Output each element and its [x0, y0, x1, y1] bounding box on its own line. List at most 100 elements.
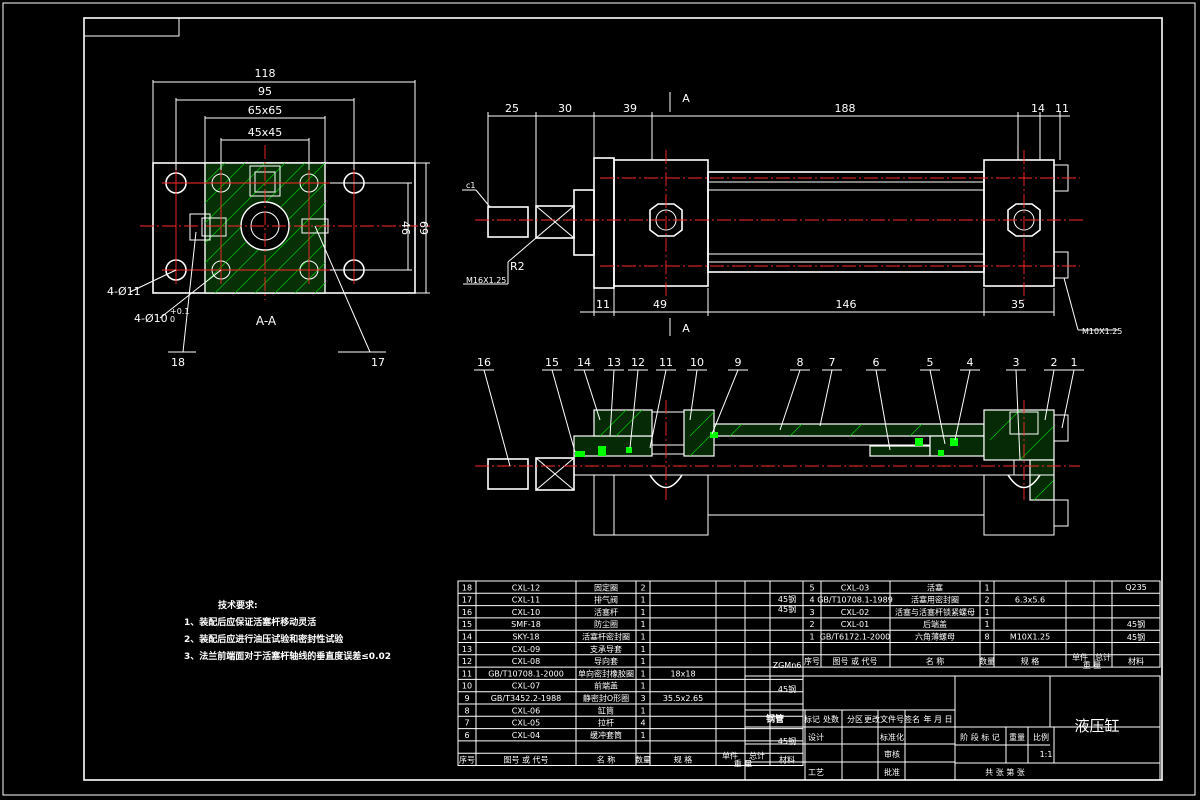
bom-name: 活塞 — [927, 582, 943, 592]
dim-146: 146 — [836, 298, 857, 311]
bom-no: 10 — [462, 682, 472, 691]
callout-leader — [1015, 369, 1021, 461]
bom-name: 导向套 — [594, 656, 618, 666]
bom-qty: 1 — [640, 657, 645, 666]
dim-65: 65x65 — [248, 104, 283, 117]
bom-qty: 1 — [640, 669, 645, 678]
callout-leader — [1044, 369, 1055, 421]
callout-14: 14 — [577, 356, 591, 369]
svg-text:分区: 分区 — [847, 715, 863, 724]
bom-code: CXL-06 — [512, 706, 540, 715]
callout-leader — [779, 369, 801, 431]
title-block: 钢管 标记 处数 分区 更改文件号 签名 年 月 日 设计 标准化 工艺 审核 … — [744, 675, 1161, 781]
tech-heading: 技术要求: — [218, 599, 258, 611]
bom-qty: 4 — [640, 719, 645, 728]
label-c1: c1 — [466, 181, 476, 190]
inner-frame — [83, 17, 1163, 781]
section-view: 118 95 65x65 45x45 46 69 4-Ø11 4-Ø10 +0.… — [107, 67, 430, 369]
tb-material: 钢管 — [766, 713, 784, 725]
bom-h-unit: 单件 — [1072, 652, 1088, 662]
bom-code: CXL-05 — [512, 719, 540, 728]
callout-leader — [483, 369, 511, 467]
dim-30: 30 — [558, 102, 572, 115]
assembly-view — [475, 400, 1080, 536]
bom-qty: 1 — [640, 706, 645, 715]
callout-leader — [583, 369, 601, 421]
note-holes: 4-Ø11 — [107, 285, 141, 298]
callout-4: 4 — [967, 356, 974, 369]
svg-text:工艺: 工艺 — [808, 768, 824, 777]
bom-code: CXL-07 — [512, 682, 540, 691]
bom-no: 7 — [464, 719, 469, 728]
bom-spec: M10X1.25 — [1010, 633, 1050, 642]
code-box — [83, 17, 180, 37]
callout-7: 7 — [829, 356, 836, 369]
bom-code: GB/T10708.1-2000 — [488, 669, 564, 678]
dim-11b: 11 — [596, 298, 610, 311]
section-mark-top: A — [682, 92, 690, 105]
mat-3: ZGMn6 — [773, 661, 802, 670]
bom-name: 排气阀 — [594, 595, 618, 605]
tech-item-3: 3、法兰前端面对于活塞杆轴线的垂直度误差≤0.02 — [184, 650, 391, 662]
bom-code: CXL-02 — [841, 608, 869, 617]
bom-code: GB/T6172.1-2000 — [820, 633, 891, 642]
bom-no: 5 — [809, 583, 814, 592]
callout-leader — [1061, 369, 1075, 429]
svg-text:年 月 日: 年 月 日 — [923, 714, 952, 724]
bom-code: CXL-04 — [512, 731, 540, 740]
bom-code: CXL-01 — [841, 620, 869, 629]
section-title: A-A — [256, 314, 277, 328]
callout-leader — [929, 369, 946, 445]
mat-2: 45钢 — [778, 604, 796, 614]
callout-5: 5 — [927, 356, 934, 369]
dim-lines-elev — [462, 92, 1118, 336]
svg-text:审核: 审核 — [884, 749, 900, 759]
bom-h-total: 总计 — [749, 751, 765, 761]
bom-name: 支承导套 — [590, 644, 622, 654]
bom-name: 活塞用密封圈 — [911, 595, 959, 605]
dim-95: 95 — [258, 85, 272, 98]
bom-h-qty: 数量 — [979, 656, 995, 666]
bom-h-name: 名 称 — [597, 755, 616, 765]
bom-name: 静密封O形圈 — [583, 693, 629, 703]
dim-lines-aa — [129, 80, 430, 353]
mat-4: 45钢 — [778, 684, 796, 694]
bom-code: GB/T10708.1-1989 — [817, 596, 893, 605]
callout-13: 13 — [607, 356, 621, 369]
bom-no: 6 — [464, 731, 469, 740]
dim-39: 39 — [623, 102, 637, 115]
bom-qty: 8 — [984, 633, 989, 642]
bom-qty: 1 — [984, 620, 989, 629]
bom-h-unit: 单件 — [722, 751, 738, 761]
bom-code: SKY-18 — [512, 633, 539, 642]
bom-name: 防尘圈 — [594, 619, 618, 629]
dim-45: 45x45 — [248, 126, 283, 139]
bom-no: 1 — [809, 633, 814, 642]
callout-17: 17 — [371, 356, 385, 369]
bom-no: 13 — [462, 645, 472, 654]
callout-leader — [609, 369, 615, 437]
bom-h-spec: 规 格 — [674, 755, 693, 765]
svg-text:标记: 标记 — [804, 714, 820, 724]
bom-name: 活塞与活塞杆锁紧螺母 — [895, 607, 975, 617]
bom-no: 8 — [464, 706, 469, 715]
bom-h-name: 名 称 — [926, 656, 945, 666]
callout-leader — [954, 369, 971, 441]
bom-code: CXL-12 — [512, 583, 540, 592]
bom-no: 4 — [809, 596, 814, 605]
bom-qty: 1 — [640, 645, 645, 654]
callout-leader — [875, 369, 891, 451]
callout-11: 11 — [659, 356, 673, 369]
mat-8: 45钢 — [1127, 619, 1145, 629]
bom-h-qty: 数量 — [635, 755, 651, 765]
bom-qty: 1 — [640, 596, 645, 605]
bom-name: 单向密封橡胶圈 — [578, 668, 634, 678]
bom-qty: 2 — [640, 583, 645, 592]
bom-qty: 1 — [640, 620, 645, 629]
bom-qty: 3 — [640, 694, 645, 703]
bom-code: CXL-09 — [512, 645, 540, 654]
bom-no: 2 — [809, 620, 814, 629]
